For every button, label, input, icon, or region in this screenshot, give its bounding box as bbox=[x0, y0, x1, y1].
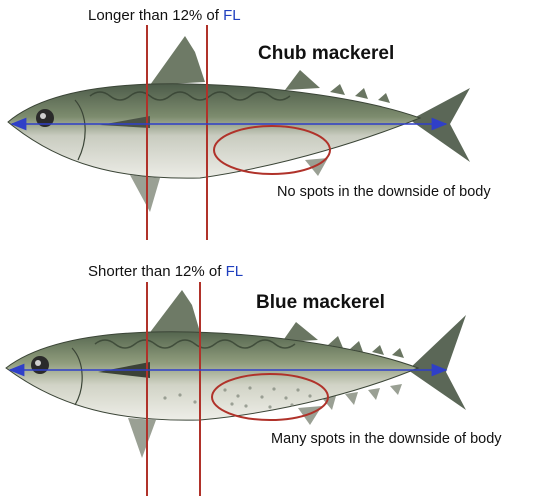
note-top: No spots in the downside of body bbox=[277, 184, 491, 200]
species-name-top: Chub mackerel bbox=[258, 43, 394, 64]
top-caption: Longer than 12% of FL bbox=[88, 7, 241, 24]
chub-mackerel-panel: Longer than 12% of FL bbox=[7, 7, 491, 240]
blue-mackerel-panel: Shorter than 12% of FL bbox=[5, 263, 502, 496]
note-bottom: Many spots in the downside of body bbox=[271, 431, 502, 447]
bottom-caption: Shorter than 12% of FL bbox=[88, 263, 243, 280]
species-name-bottom: Blue mackerel bbox=[256, 292, 385, 313]
